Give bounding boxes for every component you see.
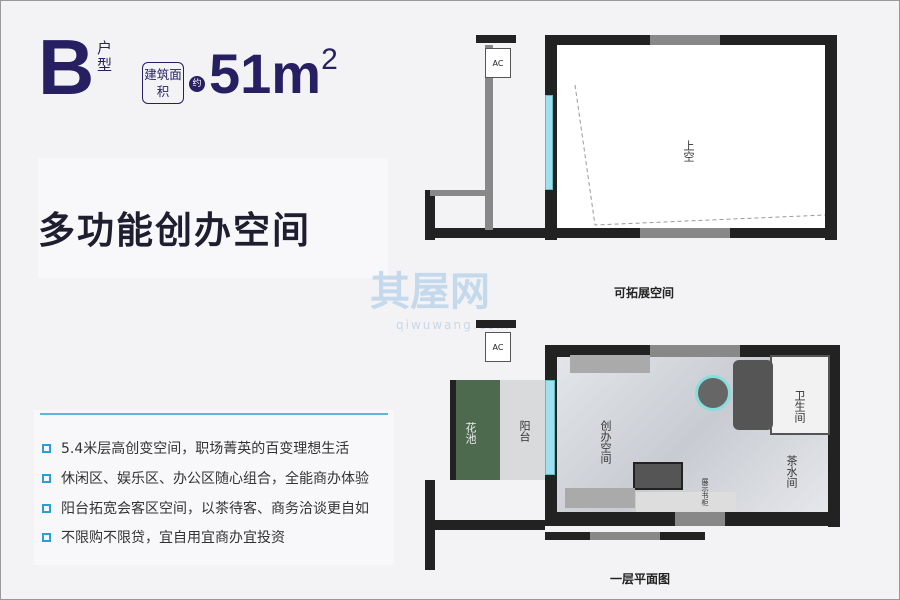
ac-unit: AC (485, 332, 511, 362)
upper-plan-caption: 可拓展空间 (614, 286, 675, 300)
unit-letter: B (38, 23, 95, 111)
stair-outline (574, 84, 826, 226)
bathroom (770, 355, 830, 435)
room-label: 卫生间 (793, 390, 806, 423)
feature-item: 休闲区、娱乐区、办公区随心组合，全能商办体验 (42, 468, 369, 488)
room-label: 创办空间 (599, 420, 612, 464)
room-label: 茶水间 (785, 455, 798, 488)
slogan: 多功能创办空间 (38, 209, 311, 252)
area-number: 51m (209, 42, 322, 105)
room-label: 阳台 (518, 420, 531, 442)
planter (455, 380, 500, 480)
upper-floor-plan: AC 上空 (0, 0, 900, 280)
square-bullet-icon (42, 503, 51, 513)
area-unit-sup: 2 (321, 43, 338, 76)
ground-plan-caption: 一层平面图 (610, 572, 671, 586)
unit-suffix: 户型 (97, 39, 113, 74)
round-table (695, 375, 731, 411)
desk-top (570, 355, 650, 373)
desk (633, 462, 683, 490)
desk-bottom (565, 488, 635, 508)
square-bullet-icon (42, 473, 51, 483)
watermark-logo: 其屋网 (370, 269, 490, 315)
sofa (733, 360, 773, 430)
room-label: 展示书柜 (701, 478, 709, 506)
balcony (500, 380, 545, 480)
feature-item: 5.4米层高创变空间，职场菁英的百变理想生活 (42, 438, 349, 458)
room-label: 花池 (464, 422, 477, 444)
feature-text: 阳台拓宽会客区空间，以茶待客、商务洽谈更自如 (61, 501, 369, 517)
approx-badge: 约 (189, 76, 205, 92)
feature-item: 不限购不限贷，宜自用宜商办宜投资 (42, 527, 285, 547)
area-label: 建筑面积 (142, 62, 184, 104)
divider (40, 413, 388, 415)
slogan-background (38, 158, 388, 278)
features-panel: 5.4米层高创变空间，职场菁英的百变理想生活 休闲区、娱乐区、办公区随心组合，全… (34, 410, 394, 565)
bookshelf (636, 492, 736, 512)
feature-text: 不限购不限贷，宜自用宜商办宜投资 (61, 530, 285, 546)
area-value: 51m2 (209, 45, 338, 102)
ac-unit: AC (485, 48, 511, 78)
feature-item: 阳台拓宽会客区空间，以茶待客、商务洽谈更自如 (42, 498, 369, 518)
square-bullet-icon (42, 532, 51, 542)
feature-text: 休闲区、娱乐区、办公区随心组合，全能商办体验 (61, 471, 369, 487)
room-label: 上空 (682, 140, 695, 162)
feature-text: 5.4米层高创变空间，职场菁英的百变理想生活 (61, 441, 350, 457)
square-bullet-icon (42, 443, 51, 453)
